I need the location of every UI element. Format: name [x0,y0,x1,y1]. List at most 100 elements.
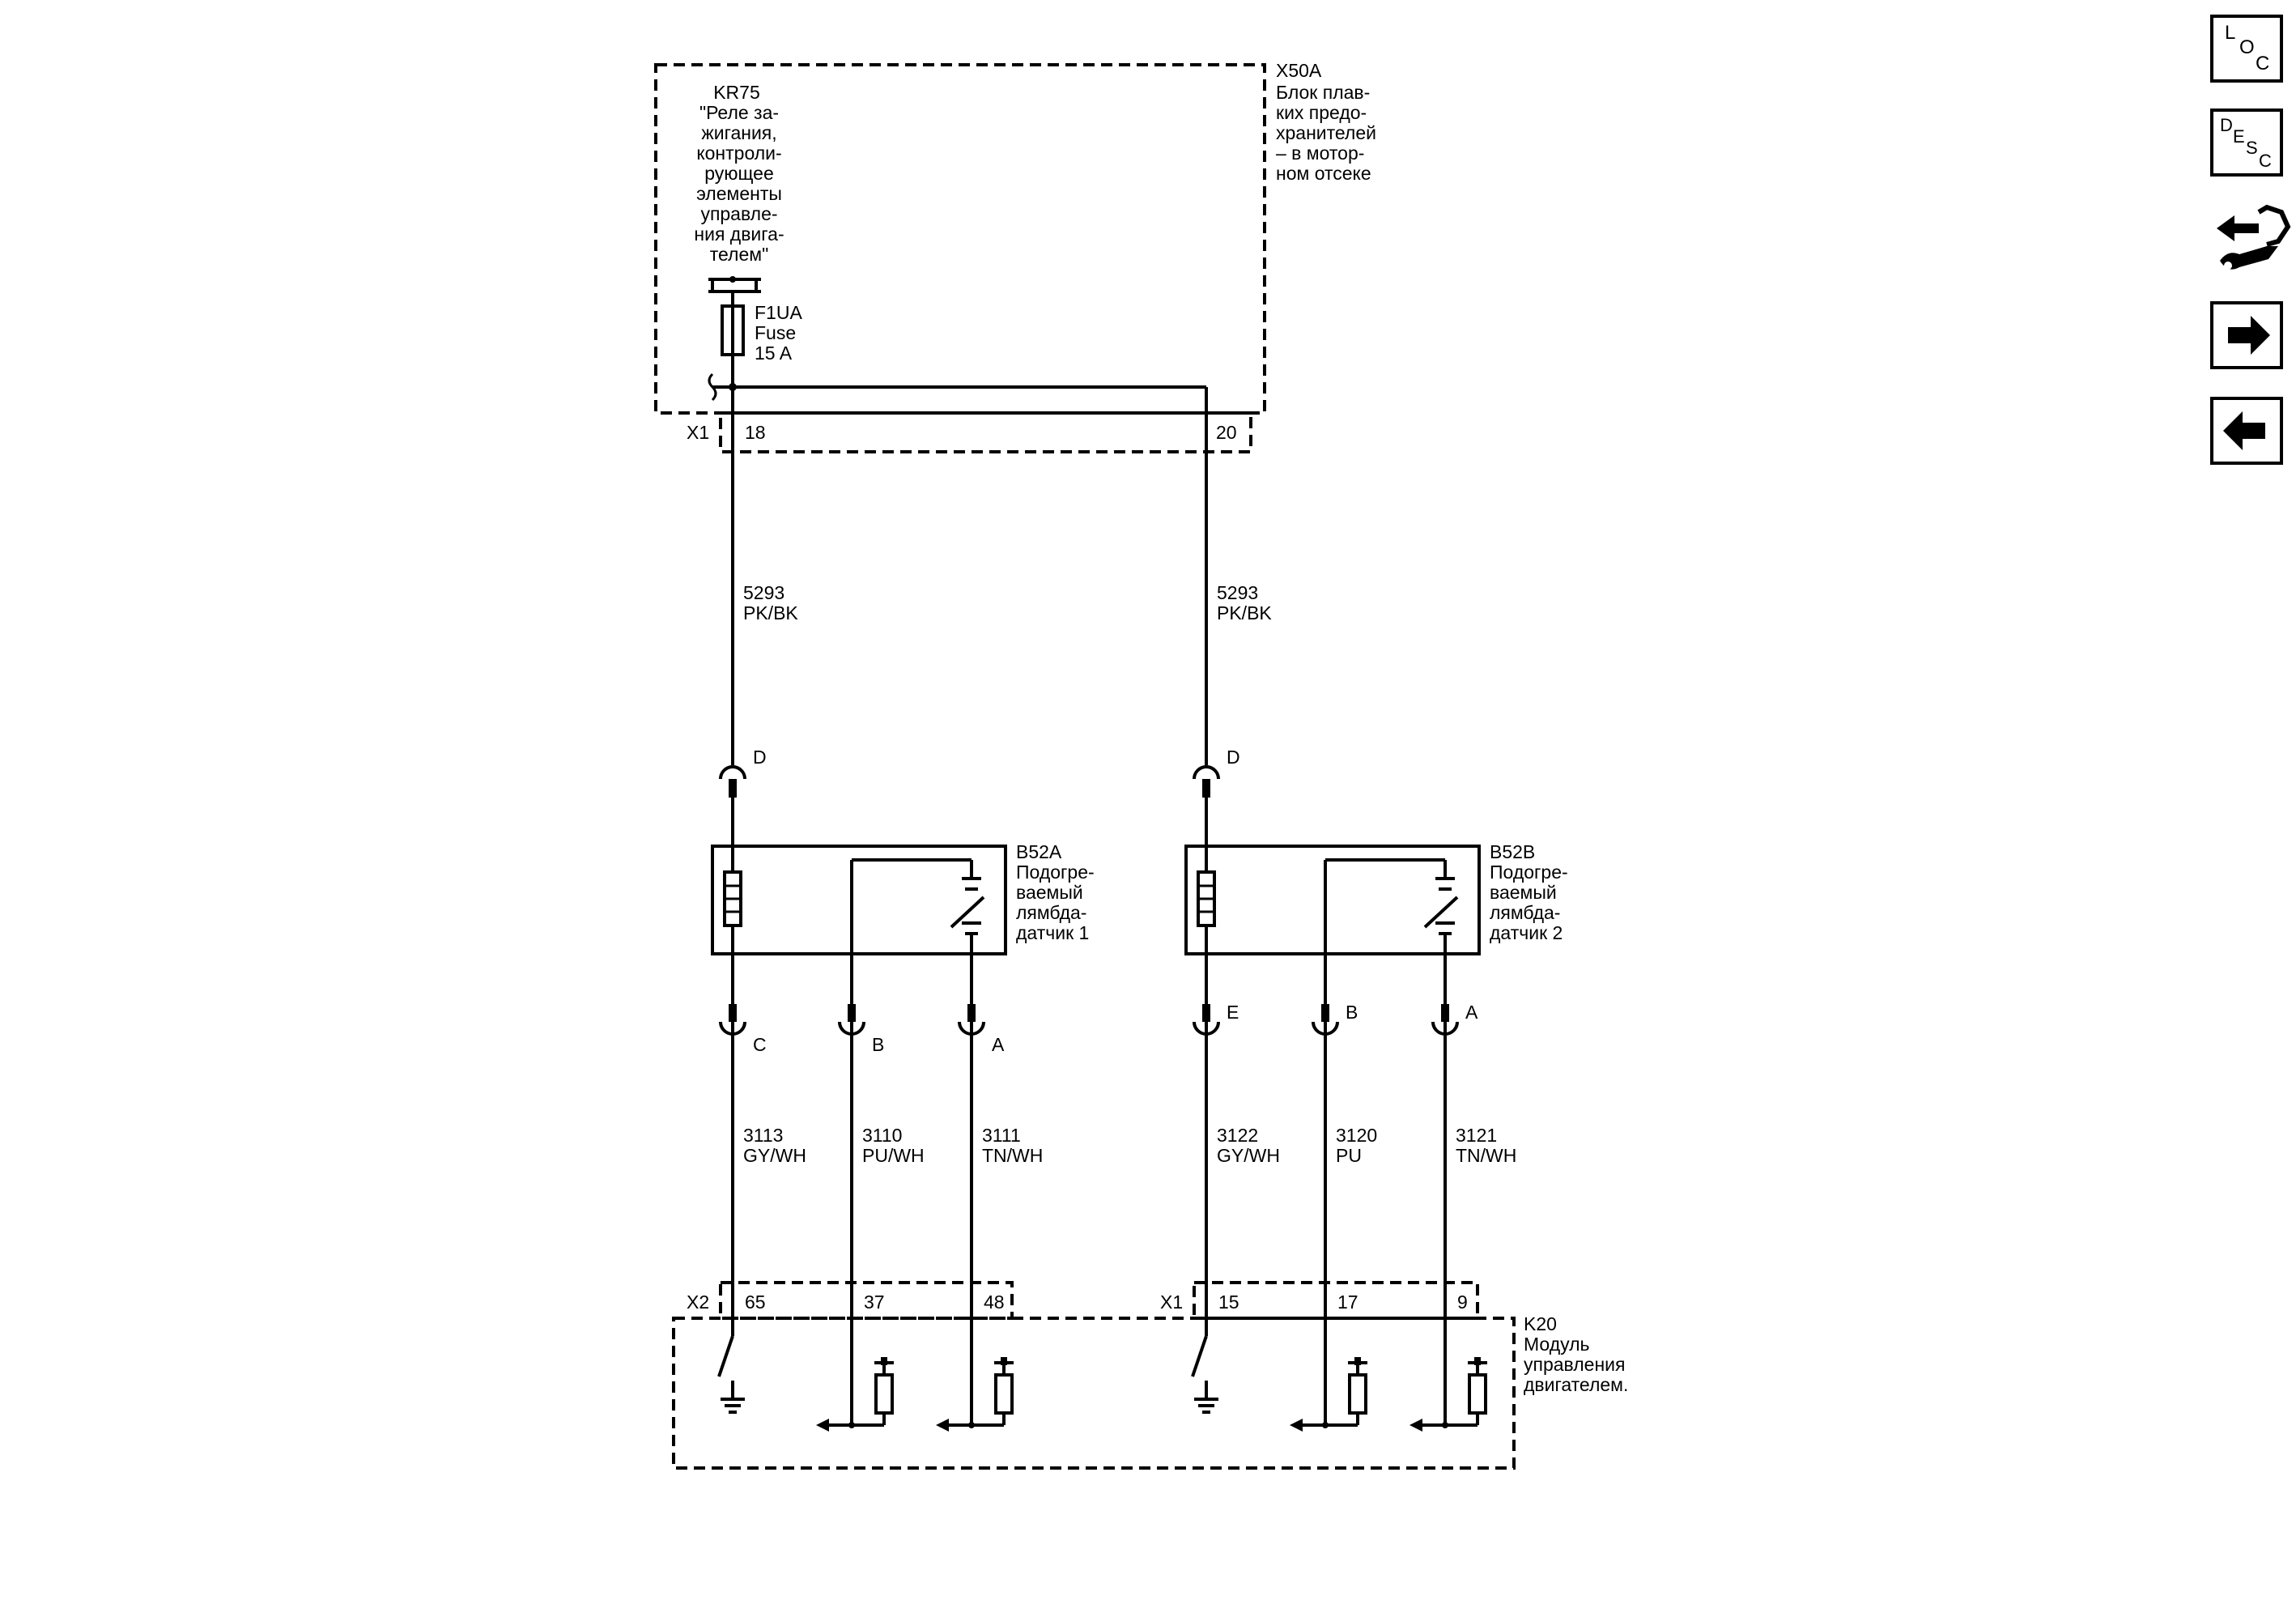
desc-letter-2: E [2233,126,2245,147]
arrow-left-icon [2223,411,2265,450]
sensor1-desc-2: ваемый [1016,882,1083,903]
wire-left-circuit: 5293 [743,582,784,603]
sensor1-pin-a: A [992,1034,1005,1055]
relay-desc-5: элементы [696,183,782,204]
ecm-id: K20 [1524,1313,1557,1334]
x1-ecm-connector-label: X1 [1160,1291,1183,1313]
pin-18-label: 18 [745,422,766,443]
sensor1-desc-3: лямбда- [1016,902,1086,923]
ecm-input-17 [1290,1357,1367,1432]
sensor-b52a: D B52A Подогре- ваемый лямбда- датчик 1 [711,747,1095,955]
wire-3122-circuit: 3122 [1217,1125,1258,1146]
fuse-block-desc-4: – в мотор- [1276,143,1364,164]
bottom-wires: 3113 GY/WH 3110 PU/WH 3111 TN/WH 3122 GY… [731,1022,1516,1425]
wire-3121-color: TN/WH [1456,1145,1516,1166]
wire-3113-circuit: 3113 [743,1125,783,1146]
ecm-outline [672,1317,1516,1470]
desc-letter-1: D [2220,115,2233,135]
sensor2-pin-b: B [1346,1002,1358,1023]
sensor1-desc-4: датчик 1 [1016,922,1089,943]
wire-right-color: PK/BK [1217,602,1272,623]
wire-3120-color: PU [1336,1145,1362,1166]
sensor-b52b: D B52B Подогре- ваемый лямбда- датчик 2 [1184,747,1568,955]
pin-65-label: 65 [745,1291,766,1313]
x2-connector-label: X2 [687,1291,709,1313]
sensor1-pin-top: D [753,747,767,768]
ground-switch-1 [717,1335,745,1414]
wire-3111-color: TN/WH [982,1145,1043,1166]
wire-left-color: PK/BK [743,602,798,623]
pin-9-label: 9 [1457,1291,1468,1313]
sensor1-desc-1: Подогре- [1016,862,1095,883]
wire-3113-color: GY/WH [743,1145,806,1166]
ecm-input-48 [936,1357,1014,1432]
ecm-input-9 [1409,1357,1487,1432]
fuse-label-1: F1UA [755,302,802,323]
relay-desc-3: контроли- [696,143,781,164]
sensor2-id: B52B [1490,841,1535,862]
fuse-block-outline [654,63,1266,415]
relay-desc-1: "Реле за- [699,102,779,123]
sensor2-desc-4: датчик 2 [1490,922,1563,943]
loc-letter-2: O [2239,36,2255,58]
fuse-label-3: 15 A [755,343,793,364]
relay-desc-6: управле- [700,203,777,224]
sensor1-id: B52A [1016,841,1062,862]
connector-d-1 [719,765,746,780]
wire-3122-color: GY/WH [1217,1145,1280,1166]
wire-3111-circuit: 3111 [982,1125,1021,1146]
arrow-right-icon [2228,316,2270,355]
sensor1-box [711,845,1007,955]
x1-connector-label: X1 [687,422,709,443]
pin-15-label: 15 [1218,1291,1239,1313]
sensor2-pin-top: D [1227,747,1240,768]
wire-right-circuit: 5293 [1217,582,1258,603]
sensor2-pin-a: A [1465,1002,1478,1023]
relay-contact-symbol [708,276,761,306]
desc-button[interactable]: D E S C [2210,109,2283,177]
ground-switch-2 [1191,1335,1218,1414]
ecm-k20: K20 Модуль управления двигателем. X2 65 … [672,1281,1628,1470]
ecm-desc-2: управления [1524,1354,1625,1375]
wire-3121-circuit: 3121 [1456,1125,1497,1146]
fuse-block-x50a: X50A Блок плав- ких предо- хранителей – … [654,60,1376,453]
sensor2-desc-1: Подогре- [1490,862,1568,883]
fuse-block-desc-2: ких предо- [1276,102,1367,123]
fuse-block-desc-1: Блок плав- [1276,82,1370,103]
x1-connector-outline [719,411,1252,453]
loc-letter-3: C [2256,53,2269,74]
wire-3110-color: PU/WH [862,1145,925,1166]
sensor2-desc-2: ваемый [1490,882,1557,903]
pin-17-label: 17 [1337,1291,1358,1313]
sensor2-bottom-connectors: E B A [1193,954,1478,1036]
loc-letter-1: L [2225,22,2235,44]
relay-desc-2: жигания, [701,122,776,143]
connector-d-2 [1193,765,1220,780]
pin-20-label: 20 [1216,422,1237,443]
previous-button[interactable] [2210,397,2283,465]
fuse-block-desc-3: хранителей [1276,122,1376,143]
ecm-desc-3: двигателем. [1524,1374,1628,1395]
ecm-desc-1: Модуль [1524,1334,1590,1355]
relay-id: KR75 [713,82,760,103]
connector-repair-button[interactable] [2217,204,2291,270]
pin-37-label: 37 [864,1291,885,1313]
sensor1-bottom-connectors: C B A [719,954,1005,1055]
next-button[interactable] [2210,301,2283,369]
loc-button[interactable]: L O C [2210,15,2283,83]
ecm-input-37 [816,1357,894,1432]
wire-3110-circuit: 3110 [862,1125,902,1146]
nav-toolbar: L O C D E S C [2210,15,2291,465]
fuse-block-id: X50A [1276,60,1322,81]
sensor2-pin-e: E [1227,1002,1239,1023]
x2-connector-outline [719,1281,1014,1320]
pin-48-label: 48 [984,1291,1005,1313]
connector-repair-icon [2217,204,2291,270]
wire-3120-circuit: 3120 [1336,1125,1377,1146]
desc-letter-4: C [2259,151,2272,171]
fuse-block-desc-5: ном отсеке [1276,163,1371,184]
relay-desc-4: рующее [704,163,774,184]
sensor2-box [1184,845,1481,955]
sensor1-pin-c: C [753,1034,767,1055]
